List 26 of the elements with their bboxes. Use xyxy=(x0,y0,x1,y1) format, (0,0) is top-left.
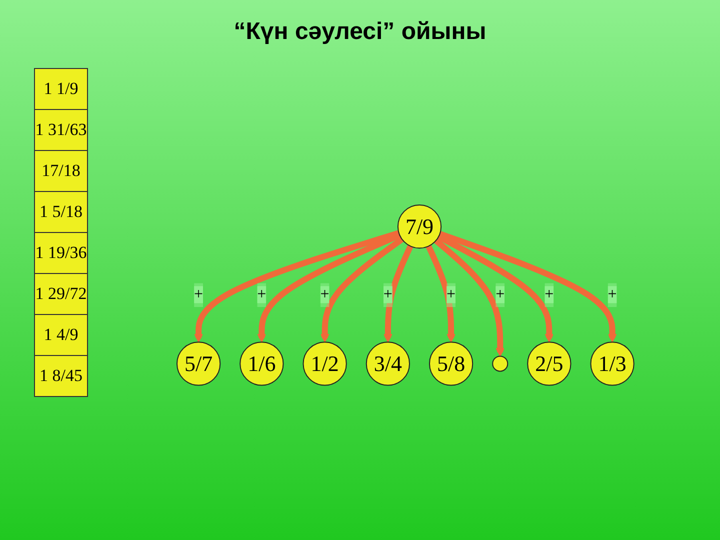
answer-cell: 1 19/36 xyxy=(35,233,87,274)
edge-label: + xyxy=(194,286,203,303)
node-circle: 3/4 xyxy=(365,342,410,386)
node-circle: 1/2 xyxy=(302,342,346,386)
node-circle xyxy=(492,356,508,372)
node-circle: 1/3 xyxy=(590,342,634,386)
edge-label: + xyxy=(495,286,504,303)
answer-cell-text: 1 8/45 xyxy=(38,365,84,387)
title: “Күн сәулесі” ойыны xyxy=(232,18,488,46)
answer-cell: 1 4/9 xyxy=(35,315,87,356)
edge-label: + xyxy=(446,286,456,303)
edge-label: + xyxy=(320,286,329,303)
node-circle: 7/9 xyxy=(397,204,442,248)
edge-label: + xyxy=(256,286,266,303)
node-circle: 5/8 xyxy=(428,342,473,386)
edge-label: + xyxy=(544,286,554,303)
answer-cell: 1 29/72 xyxy=(35,274,87,315)
answer-cell: 1 5/18 xyxy=(35,192,87,233)
answer-cell: 1 1/9 xyxy=(35,69,87,110)
edge-label: + xyxy=(607,286,616,303)
node-circle: 2/5 xyxy=(526,342,571,386)
node-circle: 5/7 xyxy=(176,342,220,386)
edge-label: + xyxy=(382,286,392,303)
node-circle: 1/6 xyxy=(239,342,284,386)
answer-cell: 1 31/63 xyxy=(35,110,87,151)
answer-cell: 17/18 xyxy=(35,151,87,192)
